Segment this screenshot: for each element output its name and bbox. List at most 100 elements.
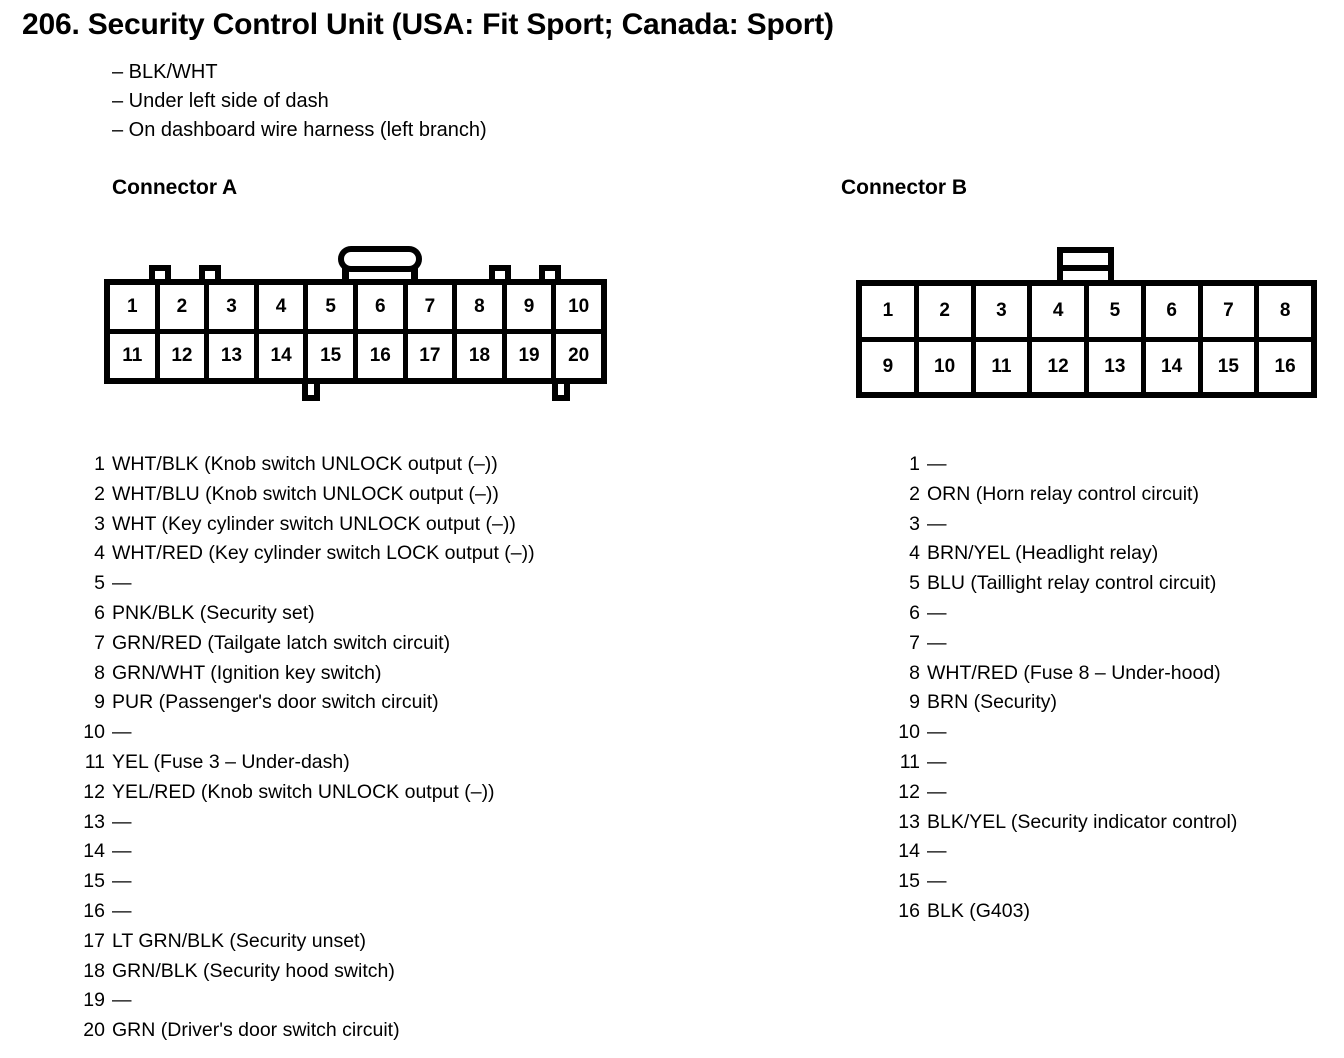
pin-number: 16 [83,899,105,922]
connector-b-row-top: 1 2 3 4 5 6 7 8 [862,286,1311,337]
connector-b-housing: 1 2 3 4 5 6 7 8 9 10 11 12 13 14 15 16 [856,280,1317,398]
pin-description: PNK/BLK (Security set) [112,601,315,624]
connector-a-pin-10[interactable]: 10 [551,285,601,329]
pin-number: 4 [909,542,920,565]
pin-number: 17 [83,929,105,952]
connector-b-pin-16[interactable]: 16 [1254,341,1311,392]
pin-number: 1 [909,453,920,475]
pin-line: 5— [78,569,535,599]
connector-a-pin-11[interactable]: 11 [110,334,155,378]
pin-number: 13 [83,810,105,833]
pin-description: — [927,780,947,803]
pin-number: 18 [83,959,105,982]
pin-number: 10 [83,721,105,744]
pin-description: YEL (Fuse 3 – Under-dash) [112,750,350,773]
connector-b-pin-5[interactable]: 5 [1084,286,1141,337]
connector-a-pin-13[interactable]: 13 [204,334,254,378]
connector-a-pin-5[interactable]: 5 [303,285,353,329]
connector-a-housing: 1 2 3 4 5 6 7 8 9 10 11 12 13 14 15 16 1… [104,279,607,384]
pin-line: 13— [78,808,535,838]
pin-description: — [927,721,947,744]
connector-b-pin-7[interactable]: 7 [1197,286,1255,337]
pin-line: 4 WHT/RED (Key cylinder switch LOCK outpu… [78,539,535,569]
connector-a-pin-9[interactable]: 9 [501,285,552,329]
pin-number: 11 [899,750,920,773]
pin-line: 11 YEL (Fuse 3 – Under-dash) [78,748,535,778]
connector-b-pin-1[interactable]: 1 [862,286,914,337]
connector-a-pin-12[interactable]: 12 [154,334,205,378]
pin-line: 3— [893,510,1237,540]
spec-list: – BLK/WHT – Under left side of dash – On… [112,58,487,145]
connector-a-pin-17[interactable]: 17 [402,334,453,378]
connector-a-latch-bar [338,246,422,272]
connector-b-pin-3[interactable]: 3 [970,286,1028,337]
pin-number: 8 [909,661,920,684]
connector-b-pin-2[interactable]: 2 [913,286,971,337]
connector-a-pin-1[interactable]: 1 [110,285,155,329]
pin-number: 2 [94,482,105,505]
pin-number: 6 [94,601,105,624]
pin-line: 14 — [78,837,535,867]
connector-b-pin-12[interactable]: 12 [1027,341,1084,392]
connector-a-pin-4[interactable]: 4 [253,285,304,329]
pin-line: 11— [893,748,1237,778]
connector-a-row-bottom: 11 12 13 14 15 16 17 18 19 20 [110,329,601,378]
pin-description: WHT/BLU (Knob switch UNLOCK output (–)) [112,482,499,505]
connector-b-pin-13[interactable]: 13 [1084,341,1141,392]
pin-description: GRN/RED (Tailgate latch switch circuit) [112,631,451,654]
pin-number: 11 [84,750,105,773]
pin-number: 14 [83,840,105,863]
pin-number: 7 [94,631,105,654]
pin-line: 7 GRN/RED (Tailgate latch switch circuit) [78,629,535,659]
connector-b-top-tab-divider [1063,265,1108,271]
pin-description: BLK/YEL (Security indicator control) [927,810,1238,833]
connector-b-pin-6[interactable]: 6 [1140,286,1198,337]
pin-description: — [927,453,947,475]
pin-description: — [112,572,132,595]
connector-b-pin-15[interactable]: 15 [1197,341,1255,392]
pin-number: 1 [94,453,105,475]
connector-b-pin-14[interactable]: 14 [1140,341,1198,392]
pin-number: 5 [94,572,105,595]
pin-line: 19— [78,986,535,1016]
connector-a-pin-6[interactable]: 6 [352,285,403,329]
connector-a-pin-20[interactable]: 20 [551,334,601,378]
connector-b-pin-8[interactable]: 8 [1254,286,1311,337]
connector-a-pin-8[interactable]: 8 [452,285,502,329]
pin-number: 4 [94,542,105,565]
pin-description: WHT (Key cylinder switch UNLOCK output (… [112,512,516,535]
connector-b-pin-11[interactable]: 11 [970,341,1028,392]
pin-line: 10 — [78,718,535,748]
pin-number: 12 [83,780,105,803]
pin-number: 3 [94,512,105,535]
connector-a-pin-18[interactable]: 18 [452,334,502,378]
connector-b-pin-10[interactable]: 10 [913,341,971,392]
pin-description: — [112,721,132,744]
connector-b-heading: Connector B [841,176,967,199]
connector-a-pin-16[interactable]: 16 [352,334,403,378]
connector-a-pin-7[interactable]: 7 [402,285,453,329]
pin-description: — [112,840,132,863]
pin-number: 13 [898,810,920,833]
connector-b-pin-9[interactable]: 9 [862,341,914,392]
pin-number: 16 [898,899,920,922]
pin-line: 15— [78,867,535,897]
connector-a-pin-14[interactable]: 14 [253,334,304,378]
connector-b-pin-4[interactable]: 4 [1027,286,1084,337]
connector-a-pin-15[interactable]: 15 [303,334,353,378]
pin-number: 8 [94,661,105,684]
pin-description: WHT/BLK (Knob switch UNLOCK output (–)) [112,453,498,475]
connector-a-pin-3[interactable]: 3 [204,285,254,329]
pin-description: WHT/RED (Key cylinder switch LOCK output… [112,542,535,565]
pin-line: 2 WHT/BLU (Knob switch UNLOCK output (–)) [78,480,535,510]
connector-a-pin-2[interactable]: 2 [154,285,205,329]
connector-a-pin-19[interactable]: 19 [501,334,552,378]
